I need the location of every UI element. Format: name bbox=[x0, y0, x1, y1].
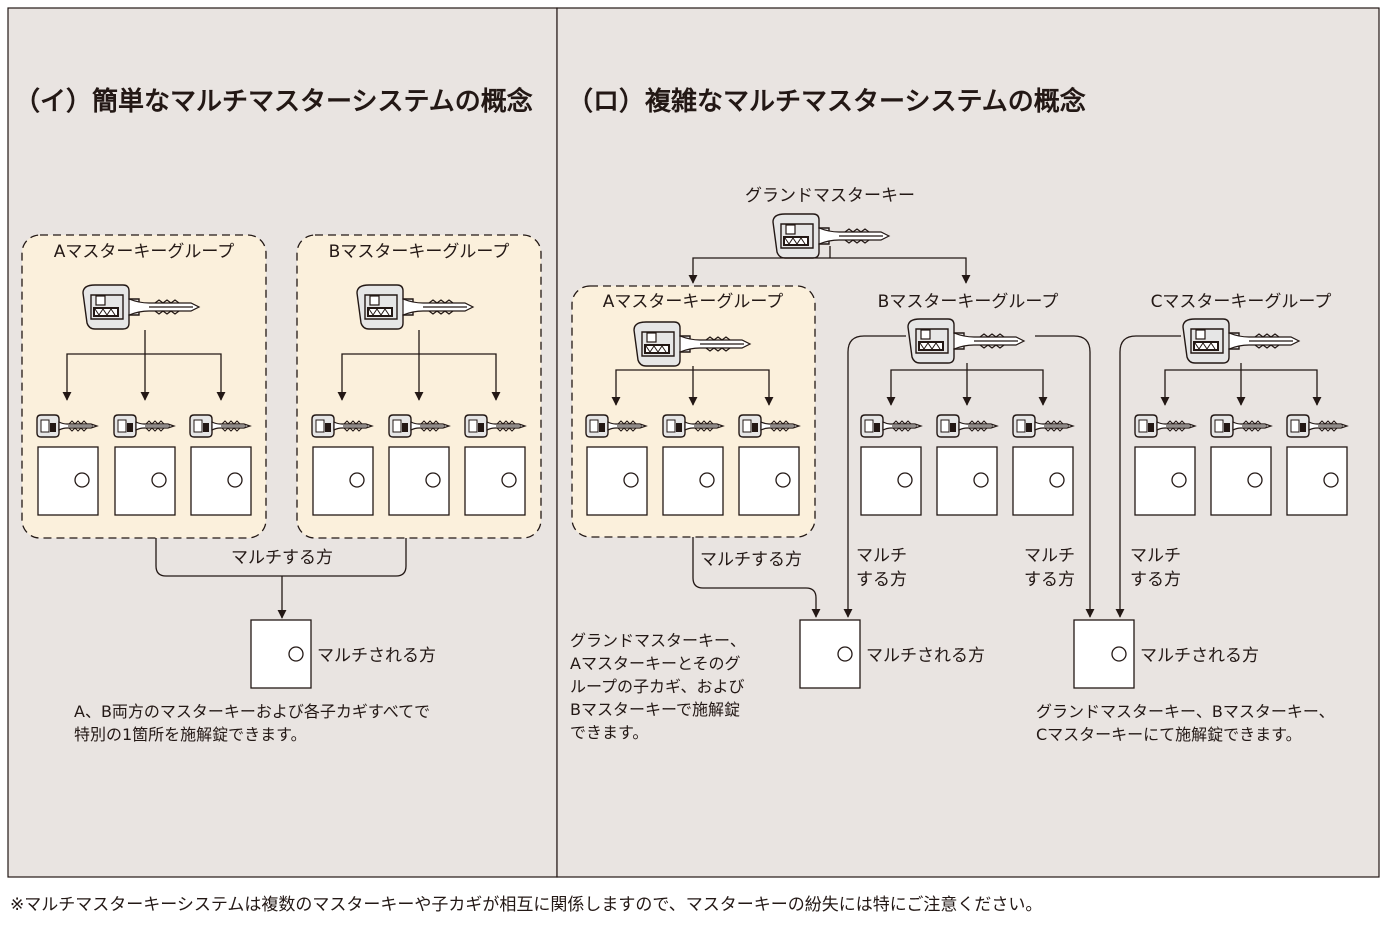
lock-icon bbox=[860, 446, 922, 516]
left-note-line1: A、B両方のマスターキーおよび各子カギすべてで bbox=[74, 702, 430, 721]
lock-icon bbox=[37, 446, 99, 516]
right-target-lock-icon-2 bbox=[1073, 619, 1135, 689]
lock-icon bbox=[586, 446, 648, 516]
right-a-multi-side-label: マルチする方 bbox=[700, 550, 802, 570]
right-note2-line1: グランドマスターキー、Bマスターキー、 bbox=[1036, 702, 1335, 721]
lock-icon bbox=[662, 446, 724, 516]
right-title: （ロ）複雑なマルチマスターシステムの概念 bbox=[567, 86, 1086, 117]
right-multi-label-2-line2: する方 bbox=[1024, 570, 1075, 590]
right-note1-line2: Aマスターキーとそのグ bbox=[570, 654, 740, 673]
lock-icon bbox=[312, 446, 374, 516]
right-multi-label-1-line1: マルチ bbox=[856, 546, 907, 566]
left-note-line2: 特別の1箇所を施解錠できます。 bbox=[74, 725, 307, 744]
lock-icon bbox=[1286, 446, 1348, 516]
lock-icon bbox=[388, 446, 450, 516]
left-locks bbox=[37, 446, 526, 516]
right-note1-line1: グランドマスターキー、 bbox=[570, 631, 746, 650]
left-target-label: マルチされる方 bbox=[317, 646, 436, 666]
lock-icon bbox=[1210, 446, 1272, 516]
right-multi-label-1-line2: する方 bbox=[856, 570, 907, 590]
right-multi-label-3-line2: する方 bbox=[1130, 570, 1181, 590]
right-target-label-2: マルチされる方 bbox=[1140, 646, 1259, 666]
footnote: ※マルチマスターキーシステムは複数のマスターキーや子カギが相互に関係しますので、… bbox=[10, 895, 1042, 915]
lock-icon bbox=[936, 446, 998, 516]
left-group-b-label: Bマスターキーグループ bbox=[329, 242, 510, 262]
right-group-c-label: Cマスターキーグループ bbox=[1151, 292, 1332, 312]
left-title: （イ）簡単なマルチマスターシステムの概念 bbox=[14, 86, 533, 117]
lock-icon bbox=[1012, 446, 1074, 516]
right-multi-label-2-line1: マルチ bbox=[1024, 546, 1075, 566]
lock-icon bbox=[738, 446, 800, 516]
lock-icon bbox=[190, 446, 252, 516]
lock-icon bbox=[114, 446, 176, 516]
right-group-a-label: Aマスターキーグループ bbox=[603, 292, 784, 312]
lock-icon bbox=[464, 446, 526, 516]
left-group-a-label: Aマスターキーグループ bbox=[54, 242, 235, 262]
left-multi-side-label: マルチする方 bbox=[231, 548, 333, 568]
lock-icon bbox=[1134, 446, 1196, 516]
right-target-lock-icon-1 bbox=[799, 619, 861, 689]
right-multi-label-3-line1: マルチ bbox=[1130, 546, 1181, 566]
left-target-lock-icon bbox=[250, 619, 312, 689]
right-note1-line4: Bマスターキーで施解錠 bbox=[570, 700, 740, 719]
right-note2-line2: Cマスターキーにて施解錠できます。 bbox=[1036, 725, 1302, 744]
grand-master-label: グランドマスターキー bbox=[745, 186, 915, 206]
right-note1-line3: ループの子カギ、および bbox=[570, 677, 745, 696]
right-locks bbox=[586, 446, 1348, 516]
right-group-b-label: Bマスターキーグループ bbox=[878, 292, 1059, 312]
right-target-label-1: マルチされる方 bbox=[866, 646, 985, 666]
right-note1-line5: できます。 bbox=[570, 723, 648, 742]
